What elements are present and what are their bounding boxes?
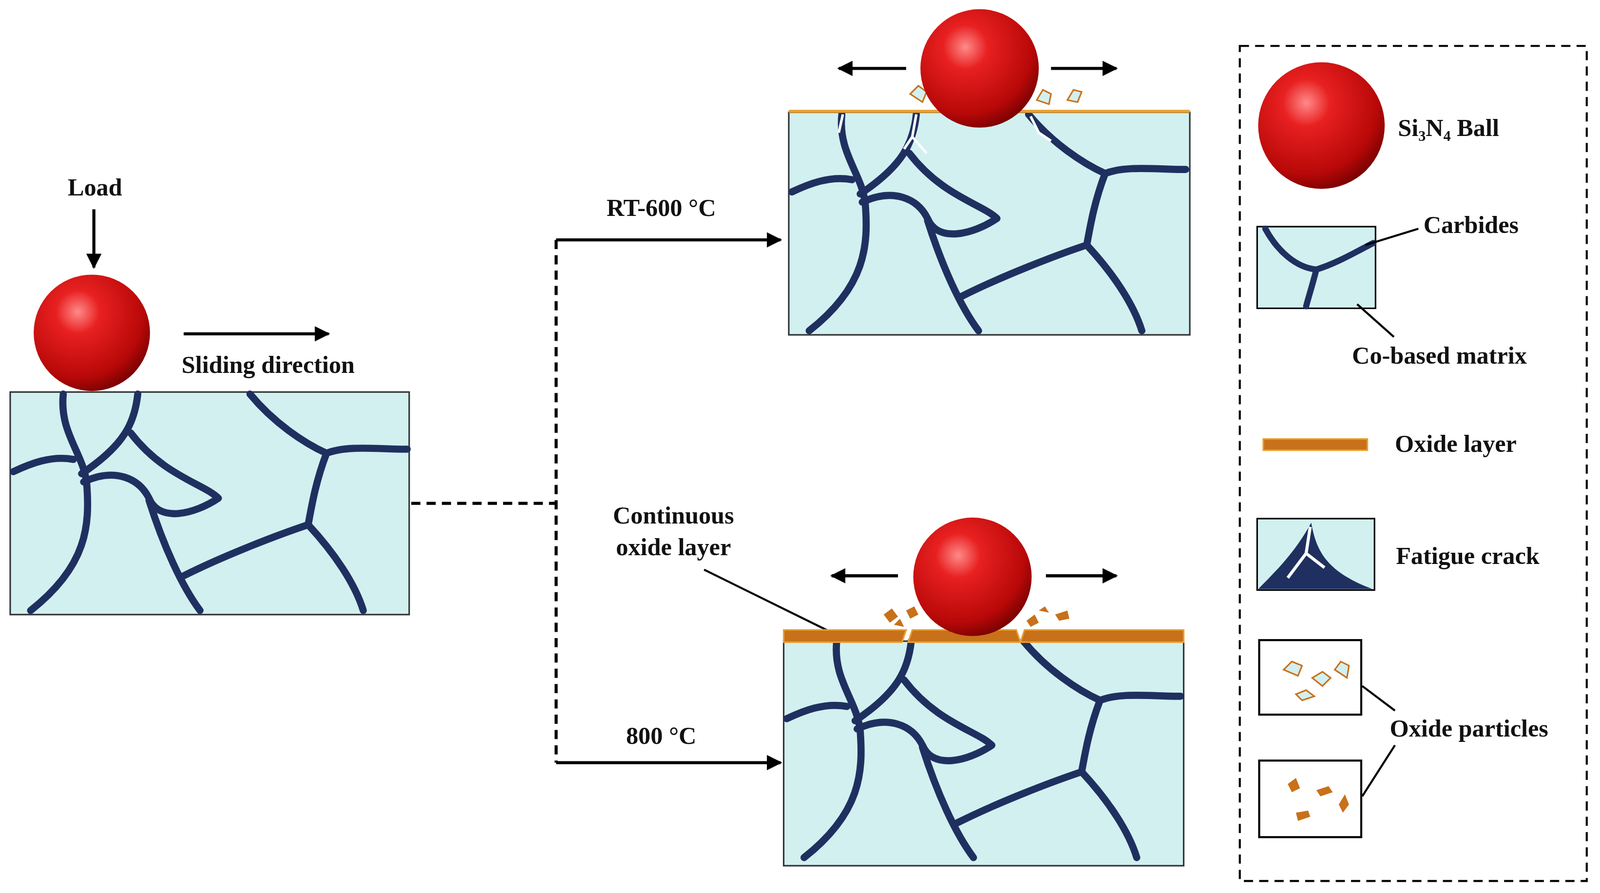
legend-text: Carbides [1423,209,1519,242]
legend-text: Oxide particles [1390,712,1549,745]
initial-block [10,391,410,615]
sliding-direction-label: Sliding direction [181,349,355,381]
legend-text: Fatigue crack [1395,540,1540,572]
legend-swatch [1263,438,1368,451]
load-label: Load [67,171,123,204]
800-block [783,629,1184,866]
callout-label: Continuous oxide layer [586,499,761,564]
temperature-label: RT-600 °C [606,192,717,225]
rt-600-block [788,111,1190,335]
legend-panel [1239,45,1587,881]
legend-text: Si₃N₄ Ball [1397,112,1500,145]
si3n4-balls [33,9,1385,636]
temperature-label: 800 °C [626,719,697,752]
legend-text: Oxide layer [1394,427,1517,460]
legend-text: Co-based matrix [1352,340,1527,372]
